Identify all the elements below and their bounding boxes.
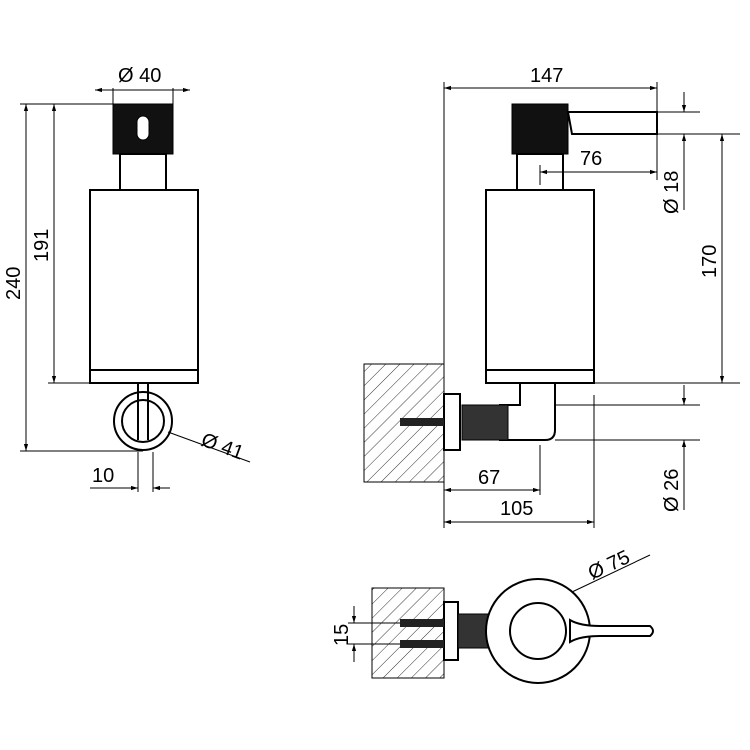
dim-bracket-diameter: Ø 26 bbox=[661, 469, 683, 512]
wall-screw bbox=[400, 418, 444, 426]
bracket-knurl bbox=[461, 404, 509, 441]
dim-body-height: 191 bbox=[31, 229, 53, 262]
wall-flange bbox=[443, 393, 461, 451]
top-screw-2 bbox=[400, 640, 444, 648]
top-view: Ø 75 15 bbox=[331, 546, 654, 684]
holder-ring-inner bbox=[121, 399, 165, 443]
dim-spout-diameter: Ø 18 bbox=[661, 171, 683, 214]
top-knurl bbox=[457, 613, 489, 649]
dim-total-height: 240 bbox=[3, 267, 25, 300]
dim-overall-width: 147 bbox=[530, 65, 563, 87]
dim-top-diameter: Ø 40 bbox=[118, 65, 161, 87]
dim-offset-105: 105 bbox=[500, 498, 533, 520]
dim-screw-spacing: 15 bbox=[331, 624, 353, 646]
front-view: Ø 40 240 191 Ø 41 10 bbox=[3, 65, 251, 492]
pump-neck bbox=[119, 153, 167, 191]
dim-top-ring-diameter: Ø 75 bbox=[585, 546, 634, 584]
dim-ring-diameter: Ø 41 bbox=[198, 429, 246, 465]
top-ring-inner bbox=[509, 602, 567, 660]
side-body bbox=[485, 189, 595, 384]
dim-height-to-spout: 170 bbox=[699, 245, 721, 278]
side-pump-head bbox=[511, 103, 569, 155]
spout bbox=[566, 111, 658, 135]
side-view: 147 76 Ø 18 170 Ø 26 67 105 bbox=[363, 65, 740, 528]
top-spout bbox=[569, 618, 654, 644]
pump-head-slot bbox=[136, 115, 150, 141]
dim-spout-length: 76 bbox=[580, 148, 602, 170]
dim-offset-67: 67 bbox=[478, 467, 500, 489]
top-screw-1 bbox=[400, 619, 444, 627]
top-wall-section bbox=[371, 587, 445, 679]
dispenser-body bbox=[89, 189, 199, 384]
dim-ring-width: 10 bbox=[92, 465, 114, 487]
top-flange bbox=[443, 601, 459, 661]
